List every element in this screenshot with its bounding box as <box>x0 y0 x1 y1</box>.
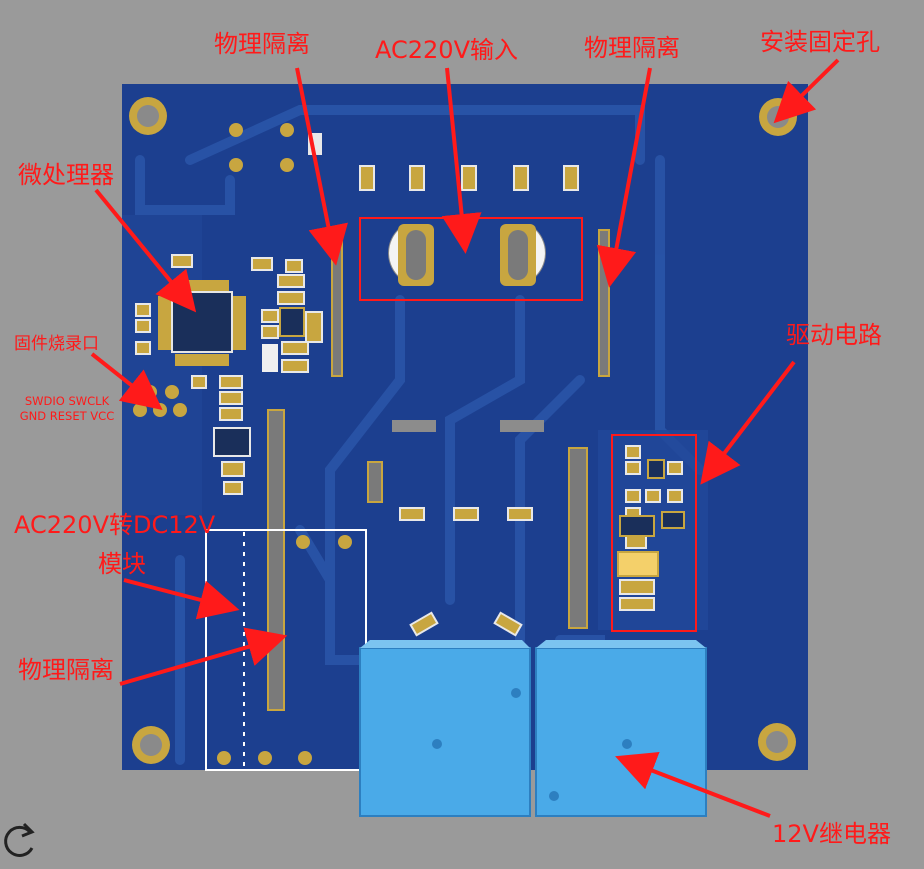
arrow-converter <box>123 578 240 620</box>
mounting-hole-br <box>758 723 796 761</box>
drive-circuit-parts <box>619 445 683 611</box>
label-isolation-top-right: 物理隔离 <box>584 34 680 62</box>
label-converter-line-2: 模块 <box>98 550 146 578</box>
relay-left <box>359 640 531 817</box>
smd-cluster <box>135 254 323 421</box>
label-isolation-top-left: 物理隔离 <box>214 30 310 58</box>
arrow-microprocessor <box>94 188 197 313</box>
highlight-drive-circuit <box>611 434 697 632</box>
relay-right <box>535 640 707 817</box>
label-isolation-left: 物理隔离 <box>18 656 114 684</box>
arrow-relay <box>615 751 771 818</box>
label-pin-names: SWDIO SWCLK GND RESET VCC <box>12 394 122 424</box>
label-ac-input: AC220V输入 <box>375 36 518 64</box>
label-pin-row-1: SWDIO SWCLK <box>24 394 110 408</box>
mounting-hole-tl <box>129 97 167 135</box>
label-mounting-hole: 安装固定孔 <box>760 28 880 56</box>
label-microprocessor: 微处理器 <box>18 161 114 189</box>
vias-top-left <box>229 123 294 172</box>
ac-input-terminals <box>388 224 546 286</box>
converter-pins <box>217 535 352 765</box>
label-drive-circuit: 驱动电路 <box>786 321 882 349</box>
smd-row-top <box>359 165 579 191</box>
refresh-icon[interactable] <box>0 818 40 865</box>
arrow-isolation-top-left <box>295 67 348 266</box>
arrow-mounting-hole <box>773 58 840 124</box>
arrow-firmware-port <box>90 352 163 410</box>
mid-slots <box>392 420 544 432</box>
label-pin-row-2: GND RESET VCC <box>19 409 115 423</box>
arrow-isolation-top-right <box>596 67 652 288</box>
arrow-drive-circuit <box>700 360 796 485</box>
bridge-parts <box>399 507 533 637</box>
arrow-ac-input <box>441 67 482 254</box>
annotation-arrows <box>90 58 840 818</box>
arrow-isolation-left <box>119 627 288 686</box>
label-relay: 12V继电器 <box>772 820 891 848</box>
mounting-hole-bl <box>132 726 170 764</box>
label-firmware-port: 固件烧录口 <box>14 334 99 354</box>
regulator <box>213 427 251 457</box>
label-converter-line-1: AC220V转DC12V <box>14 511 216 539</box>
